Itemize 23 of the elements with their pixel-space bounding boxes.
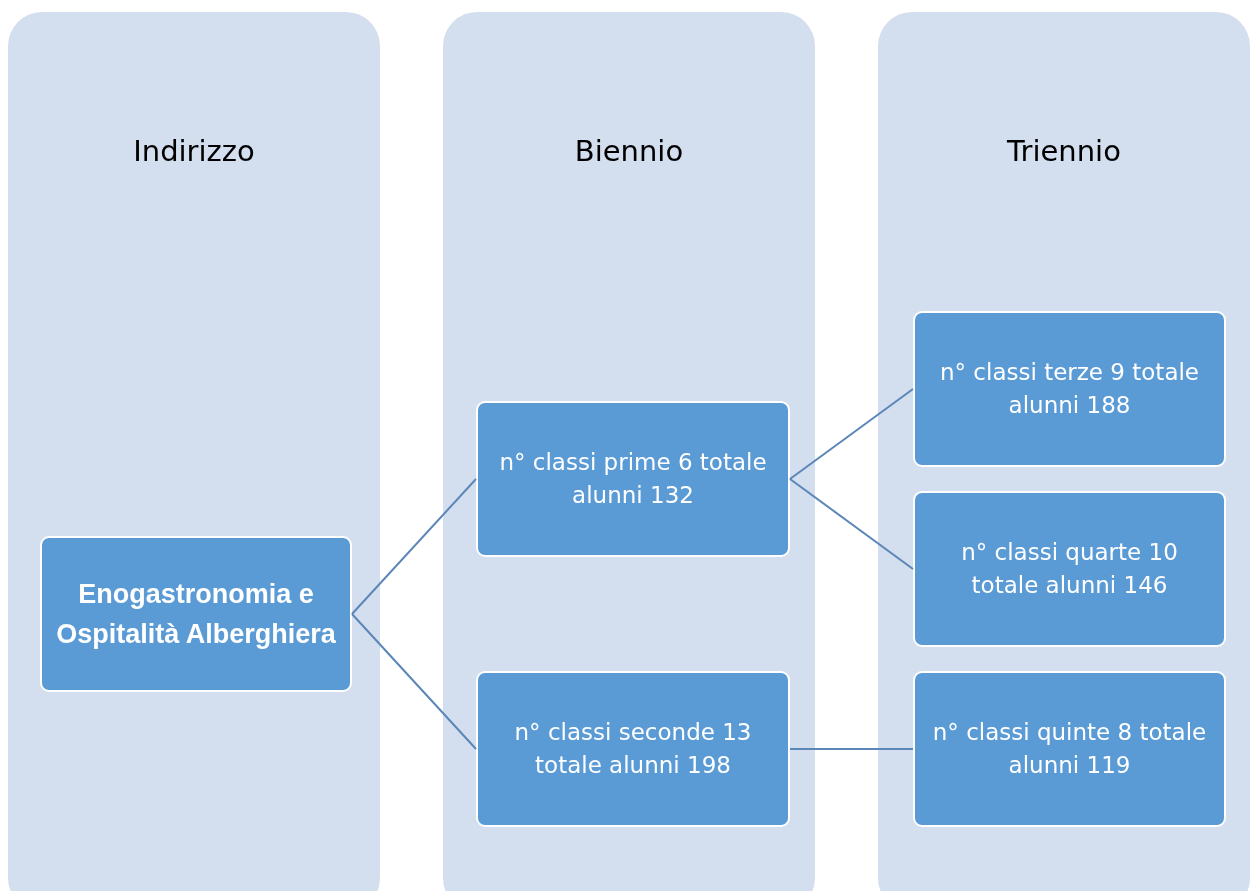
- connector-line: [789, 748, 914, 750]
- info-box: [40, 536, 352, 692]
- box-text: n° classi terze 9 totale alunni 188: [939, 357, 1200, 420]
- box-text: n° classi quinte 8 totale alunni 119: [931, 717, 1208, 780]
- box-text: n° classi seconde 13 totale alunni 198: [513, 717, 753, 780]
- info-box: [913, 491, 1226, 647]
- connector-line: [789, 478, 914, 570]
- connector-line: [351, 613, 477, 750]
- info-box: [476, 401, 790, 557]
- info-box: [476, 671, 790, 827]
- column-panel: [443, 12, 815, 891]
- info-box: [913, 311, 1226, 467]
- connector-line: [351, 478, 477, 615]
- box-text: n° classi prime 6 totale alunni 132: [498, 447, 768, 510]
- column-heading: Biennio: [573, 134, 685, 168]
- box-text: n° classi quarte 10 totale alunni 146: [960, 537, 1179, 600]
- column-heading: Indirizzo: [132, 134, 256, 168]
- info-box: [913, 671, 1226, 827]
- column-panel: [8, 12, 380, 891]
- box-text: Enogastronomia e Ospitalità Alberghiera: [55, 577, 337, 651]
- column-heading: Triennio: [1006, 134, 1122, 168]
- connector-line: [789, 388, 914, 480]
- column-panel: [878, 12, 1250, 891]
